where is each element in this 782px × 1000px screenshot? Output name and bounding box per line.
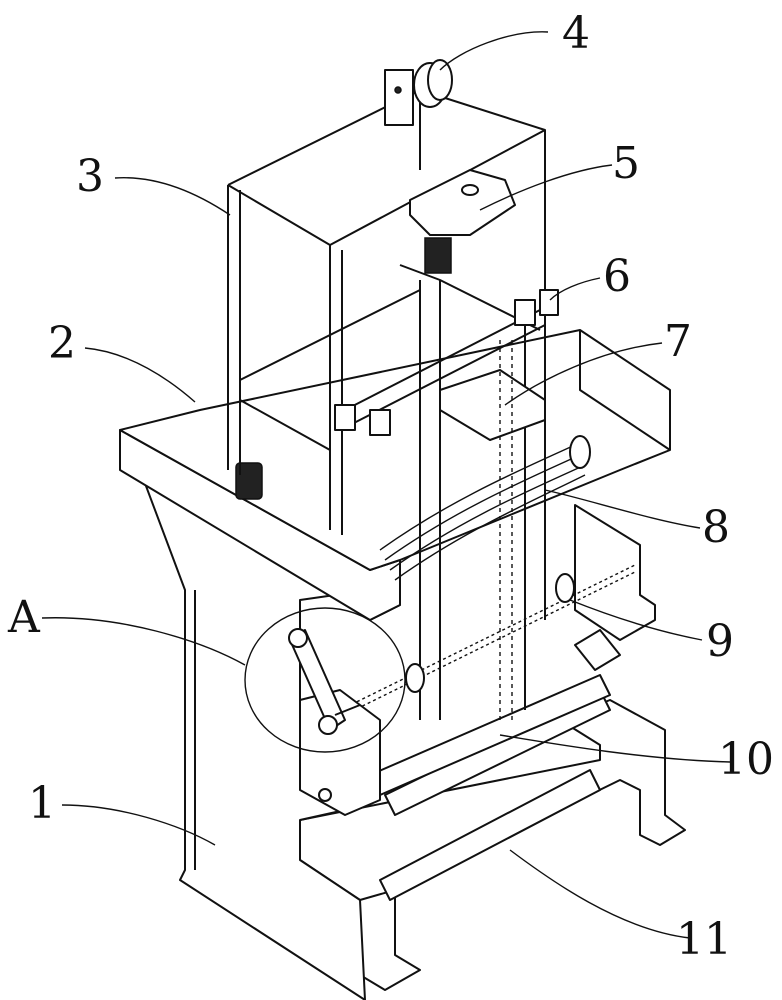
label-1: 1 (28, 782, 56, 826)
top-pulley (385, 60, 452, 125)
label-4: 4 (562, 12, 590, 56)
gear-motor (410, 170, 515, 273)
label-6: 6 (603, 255, 631, 299)
label-11: 11 (676, 918, 732, 962)
label-7: 7 (664, 320, 692, 364)
label-a: A (8, 596, 40, 640)
label-5: 5 (612, 142, 640, 186)
label-8: 8 (702, 506, 730, 550)
label-9: 9 (706, 620, 734, 664)
label-3: 3 (76, 155, 104, 199)
label-10: 10 (718, 738, 774, 782)
right-plate (575, 505, 655, 670)
label-2: 2 (48, 322, 76, 366)
